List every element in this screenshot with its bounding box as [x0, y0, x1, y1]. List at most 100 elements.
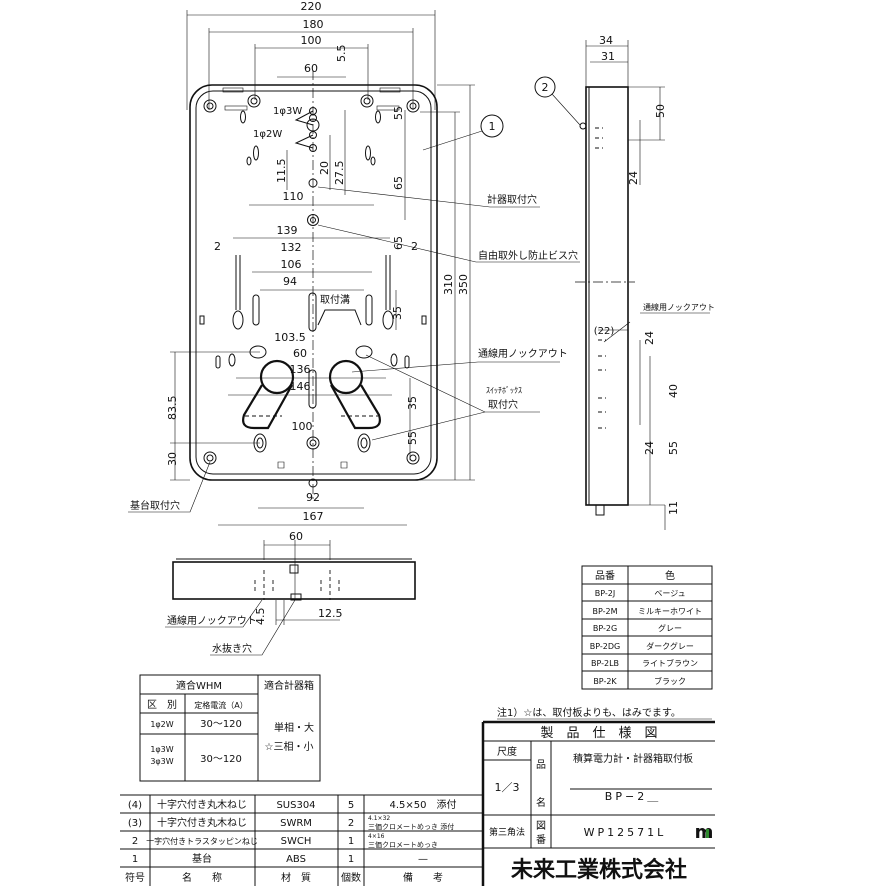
header-rated-current: 定格電流（A）: [194, 700, 247, 710]
label-base-mount-hole: 基台取付穴: [130, 499, 180, 512]
callout-1-circle: [480, 114, 504, 138]
dim-34: 34: [599, 34, 613, 47]
dim-92: 92: [306, 491, 320, 504]
whm-table: 適合WHM 適合計器箱 区 別 定格電流（A） 1φ2W 30〜120 1φ3W…: [139, 674, 321, 782]
dim-310: 310: [442, 274, 455, 295]
header-color: 色: [665, 569, 675, 582]
scale-label: 尺度: [497, 745, 517, 758]
whm-type: 3φ3W: [150, 757, 173, 766]
title-block: 製 品 仕 様 図 尺度 1／3 品 名 積算電力計・計器箱取付板 BP−2＿ …: [481, 720, 715, 886]
dim-110: 110: [283, 190, 304, 203]
part-qty: 2: [348, 818, 354, 829]
part-remark: 三価クロメートめっき 添付: [368, 822, 454, 831]
label-drain-hole: 水抜き穴: [212, 642, 252, 655]
whm-type: 1φ3W: [150, 745, 173, 754]
front-view: 220 180 100 60 5.5 55 65 65 2 2 11.5 20 …: [128, 0, 580, 526]
dim-27-5: 27.5: [333, 161, 346, 186]
dim-24-bottom: 24: [643, 441, 656, 455]
part-name: 十字穴付きトラスタッピンねじ: [146, 836, 258, 846]
drawing-no-label: 番: [536, 834, 546, 846]
part-remark-size: 4×16: [368, 833, 385, 840]
dim-24-top: 24: [627, 171, 640, 185]
dim-55: 55: [392, 106, 405, 120]
dim-31: 31: [601, 50, 615, 63]
parts-table: (4) 十字穴付き丸木ねじ SUS304 5 4.5×50 添付 (3) 十字穴…: [120, 794, 483, 886]
logo-accent: [706, 829, 709, 838]
name-label: 名: [536, 796, 546, 809]
company-name: 未来工業株式会社: [511, 857, 687, 883]
dim-2-left: 2: [214, 240, 221, 253]
dim-167: 167: [303, 510, 324, 523]
dim-139: 139: [277, 224, 298, 237]
projection-method: 第三角法: [489, 826, 525, 838]
whm-current: 30〜120: [200, 754, 242, 765]
top-mount-holes: [203, 87, 420, 166]
color-row-color: ダークグレー: [646, 641, 694, 651]
part-no: 1: [132, 854, 138, 865]
whm-current: 30〜120: [200, 719, 242, 730]
dim-12-5: 12.5: [318, 607, 343, 620]
part-remark-size: 4.1×32: [368, 815, 390, 822]
part-name: 十字穴付き丸木ねじ: [157, 798, 247, 811]
part-remark: —: [418, 854, 428, 865]
note: 注1）☆は、取付板よりも、はみでます。: [497, 706, 681, 719]
part-remark: 三価クロメートめっき: [368, 840, 438, 849]
dim-132: 132: [281, 241, 302, 254]
color-row-color: ミルキーホワイト: [638, 607, 702, 616]
part-material: ABS: [286, 854, 306, 865]
label-switch-box-mount-hole: 取付穴: [488, 398, 518, 411]
part-name: 十字穴付き丸木ねじ: [157, 816, 247, 829]
drain-hole: [290, 593, 302, 601]
color-row-color: ライトブラウン: [642, 658, 698, 668]
color-row-part: BP-2G: [593, 624, 617, 633]
base-mount-holes: [203, 433, 420, 488]
part-qty: 1: [348, 836, 354, 847]
header-qty: 個数: [341, 871, 361, 884]
dim-35-lower: 35: [406, 396, 419, 410]
dim-100-lower: 100: [292, 420, 313, 433]
color-row-part: BP-2LB: [591, 659, 619, 668]
dim-5-5: 5.5: [335, 45, 348, 63]
label-wiring-knockout: 通線用ノックアウト: [478, 347, 568, 360]
label-1phase-3wire: 1φ3W: [273, 106, 302, 117]
plate-inner-outline: [195, 90, 432, 475]
label-anti-removal-screw-hole: 自由取外し防止ビス穴: [478, 249, 578, 262]
header-part-no: 品番: [595, 570, 615, 582]
header-meter-box: 適合計器箱: [264, 679, 314, 692]
header-type: 区 別: [147, 699, 177, 711]
dim-11: 11: [667, 501, 680, 515]
part-no: (4): [128, 800, 142, 811]
whm-type: 1φ2W: [150, 720, 173, 729]
part-material: SUS304: [276, 800, 315, 811]
color-row-color: グレー: [658, 623, 682, 633]
box-three-phase: ☆三相・小: [265, 740, 314, 753]
label-meter-mount-hole: 計器取付穴: [487, 193, 537, 206]
dim-146: 146: [290, 380, 311, 393]
drawing-no: WP12571L: [584, 826, 667, 839]
dim-60-mid: 60: [293, 347, 307, 360]
product-code: BP−2＿: [605, 790, 661, 803]
drawing-no-label: 図: [536, 820, 546, 832]
part-material: SWRM: [280, 818, 312, 829]
header-remark: 備 考: [403, 871, 443, 884]
dim-11-5: 11.5: [275, 159, 288, 184]
dim-4-5: 4.5: [254, 608, 267, 626]
dim-220: 220: [301, 0, 322, 13]
switch-box-knockouts: [242, 359, 381, 430]
title: 製 品 仕 様 図: [540, 726, 657, 741]
part-remark: 4.5×50 添付: [389, 798, 456, 811]
dim-2-right: 2: [411, 240, 418, 253]
header-name: 名 称: [182, 871, 222, 884]
color-row-part: BP-2DG: [590, 642, 620, 651]
screw-icon: [579, 122, 587, 130]
dim-103-5: 103.5: [274, 331, 306, 344]
dim-60-bottom: 60: [289, 530, 303, 543]
dim-30: 30: [166, 452, 179, 466]
scale-value: 1／3: [495, 781, 520, 794]
company-logo: m: [695, 822, 714, 843]
color-row-color: ベージュ: [654, 589, 685, 598]
color-row-part: BP-2J: [595, 589, 615, 598]
screw-icon: [289, 564, 299, 574]
